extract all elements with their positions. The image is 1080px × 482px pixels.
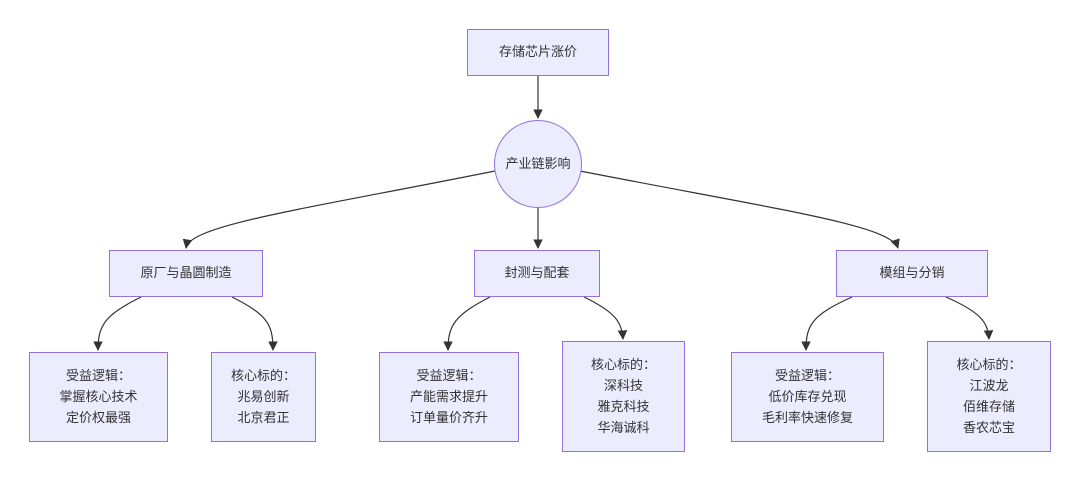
node-mod-logic[interactable]: 受益逻辑： 低价库存兑现 毛利率快速修复 — [731, 352, 884, 442]
node-mod-targets[interactable]: 核心标的： 江波龙 佰维存储 香农芯宝 — [927, 341, 1051, 452]
node-label-line: 香农芯宝 — [962, 420, 1015, 436]
node-label: 产业链影响 — [505, 156, 571, 172]
node-label-line: 低价库存兑现 — [768, 389, 847, 405]
node-label-line: 深科技 — [603, 378, 643, 394]
node-fab-targets[interactable]: 核心标的： 兆易创新 北京君正 — [211, 352, 316, 442]
node-label-line: 订单量价齐升 — [409, 410, 488, 426]
node-pkg[interactable]: 封测与配套 — [474, 250, 600, 297]
node-label-line: 兆易创新 — [237, 389, 290, 405]
node-mod[interactable]: 模组与分销 — [836, 250, 988, 297]
edge-pkg-pkg-targets — [583, 296, 628, 340]
node-label-line: 受益逻辑： — [416, 368, 482, 384]
node-label-line: 核心标的： — [956, 357, 1022, 373]
node-root[interactable]: 存储芯片涨价 — [467, 29, 609, 76]
node-label: 模组与分销 — [879, 266, 945, 281]
node-pkg-targets[interactable]: 核心标的： 深科技 雅克科技 华海诚科 — [562, 341, 685, 452]
node-label-line: 雅克科技 — [597, 399, 650, 415]
edge-mod-mod-targets — [945, 296, 994, 340]
node-label: 原厂与晶圆制造 — [140, 266, 232, 281]
node-pkg-logic[interactable]: 受益逻辑： 产能需求提升 订单量价齐升 — [379, 352, 519, 442]
node-label-line: 江波龙 — [969, 378, 1009, 394]
node-fab[interactable]: 原厂与晶圆制造 — [109, 250, 263, 297]
node-hub[interactable]: 产业链影响 — [494, 120, 582, 208]
node-label-line: 受益逻辑： — [774, 368, 840, 384]
node-label-line: 定价权最强 — [65, 410, 131, 426]
node-label-line: 核心标的： — [590, 357, 656, 373]
node-label-line: 华海诚科 — [597, 420, 650, 436]
node-label: 封测与配套 — [504, 266, 570, 281]
node-fab-logic[interactable]: 受益逻辑： 掌握核心技术 定价权最强 — [29, 352, 168, 442]
node-label: 存储芯片涨价 — [498, 45, 577, 60]
edge-hub-mod — [579, 170, 900, 249]
edge-pkg-pkg-logic — [443, 296, 491, 351]
edge-hub-fab — [182, 170, 496, 249]
edge-fab-fab-targets — [231, 296, 278, 351]
node-label-line: 北京君正 — [237, 410, 290, 426]
node-label-line: 核心标的： — [230, 368, 296, 384]
node-label-line: 受益逻辑： — [65, 368, 131, 384]
node-label-line: 佰维存储 — [962, 399, 1015, 415]
node-label-line: 产能需求提升 — [409, 389, 488, 405]
node-label-line: 毛利率快速修复 — [761, 410, 853, 426]
edge-mod-mod-logic — [801, 296, 853, 351]
node-label-line: 掌握核心技术 — [59, 389, 138, 405]
edge-fab-fab-logic — [93, 296, 142, 351]
